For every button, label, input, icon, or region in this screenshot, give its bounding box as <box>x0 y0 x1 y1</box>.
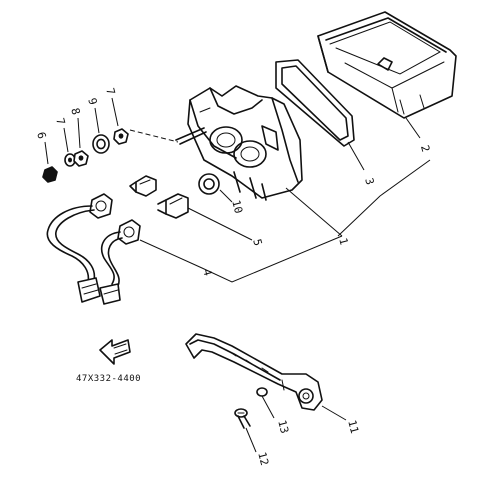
socket-10 <box>198 173 220 195</box>
callout-9: 9 <box>85 97 99 107</box>
wire-harness-4 <box>46 193 141 305</box>
callout-12: 12 <box>255 451 271 467</box>
callout-7a: 7 <box>53 117 67 127</box>
leader-lines <box>44 97 431 453</box>
housing-part <box>175 85 303 201</box>
callout-2: 2 <box>418 144 432 154</box>
nut-8a <box>73 150 89 167</box>
callout-7b: 7 <box>103 87 117 97</box>
callout-6: 6 <box>34 131 48 141</box>
bracket-11 <box>185 333 323 411</box>
screw-12 <box>234 408 251 429</box>
grommet-9 <box>92 134 110 154</box>
callout-11: 11 <box>345 419 361 435</box>
part-code-label: 47X332-4400 <box>76 374 141 384</box>
lens-part <box>317 11 457 119</box>
callout-5: 5 <box>250 238 264 248</box>
callout-3: 3 <box>362 177 376 187</box>
bulb-left <box>129 175 157 197</box>
fastener-row <box>42 128 179 183</box>
washer-7a <box>64 153 76 167</box>
callout-13: 13 <box>275 419 291 435</box>
washer-13 <box>256 387 268 397</box>
callout-1: 1 <box>336 237 350 247</box>
nut-6 <box>42 166 58 183</box>
nut-7b <box>113 128 129 145</box>
front-arrow-icon <box>99 339 131 365</box>
gasket-part <box>275 59 355 147</box>
callout-8a: 8 <box>68 107 82 117</box>
callout-labels: 2 3 1 5 10 4 6 7 8 9 7 11 12 13 <box>34 87 432 467</box>
bulb-5 <box>157 193 189 219</box>
callout-4: 4 <box>200 268 214 278</box>
callout-10: 10 <box>229 199 245 215</box>
